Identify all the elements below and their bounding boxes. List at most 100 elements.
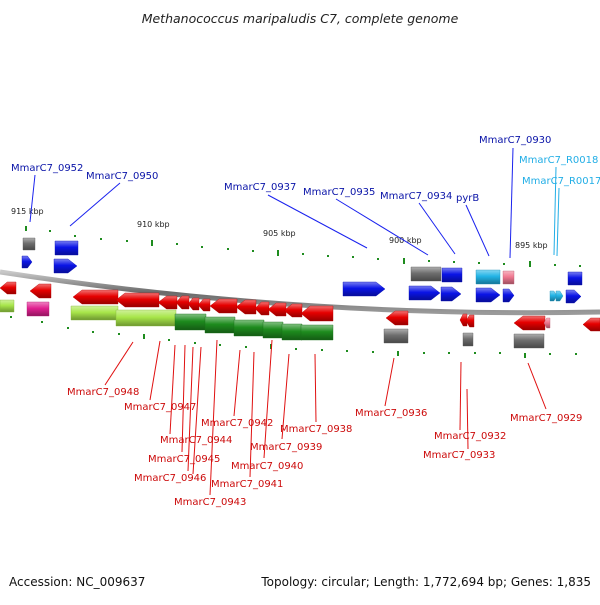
- leader-line: [527, 362, 547, 410]
- kbp-label: 915 kbp: [11, 207, 44, 216]
- scale-tick: [49, 230, 51, 232]
- scale-tick: [403, 258, 405, 264]
- scale-tick: [397, 351, 399, 356]
- gene-glyph: [383, 328, 409, 344]
- gene-glyph: [262, 321, 284, 339]
- gene-label-mmarc7-0948[interactable]: MmarC7_0948: [67, 387, 139, 398]
- gene-label-mmarc7-0929[interactable]: MmarC7_0929: [510, 413, 582, 424]
- gene-glyph: [283, 303, 303, 318]
- leader-line: [384, 357, 395, 407]
- gene-glyph: [459, 313, 468, 327]
- gene-label-pyrb[interactable]: pyrB: [456, 193, 479, 204]
- leader-line: [267, 194, 368, 249]
- gene-glyph: [0, 281, 17, 295]
- scale-tick: [529, 261, 531, 267]
- gene-label-mmarc7-0952[interactable]: MmarC7_0952: [11, 163, 83, 174]
- leader-line: [556, 187, 560, 257]
- scale-tick: [377, 258, 379, 260]
- scale-tick: [151, 240, 153, 246]
- scale-tick: [10, 316, 12, 318]
- gene-label-mmarc7-0935[interactable]: MmarC7_0935: [303, 187, 375, 198]
- gene-label-mmarc7-0944[interactable]: MmarC7_0944: [160, 435, 232, 446]
- scale-tick: [168, 339, 170, 341]
- gene-label-mmarc7-r0017[interactable]: MmarC7_R0017: [522, 176, 600, 187]
- gene-label-mmarc7-0933[interactable]: MmarC7_0933: [423, 450, 495, 461]
- leader-line: [104, 341, 134, 386]
- gene-label-mmarc7-0946[interactable]: MmarC7_0946: [134, 473, 206, 484]
- leader-line: [69, 182, 121, 227]
- gene-glyph: [197, 298, 211, 312]
- gene-label-mmarc7-0950[interactable]: MmarC7_0950: [86, 171, 158, 182]
- gene-label-mmarc7-0940[interactable]: MmarC7_0940: [231, 461, 303, 472]
- gene-glyph: [175, 295, 190, 310]
- gene-label-mmarc7-0947[interactable]: MmarC7_0947: [124, 402, 196, 413]
- genome-title: Methanococcus maripaludis C7, complete g…: [142, 11, 459, 26]
- leader-line: [249, 351, 255, 478]
- gene-glyph: [567, 271, 583, 286]
- gene-glyph: [254, 301, 270, 316]
- gene-glyph: [300, 324, 334, 341]
- topology-text: Topology: circular; Length: 1,772,694 bp…: [260, 575, 591, 589]
- kbp-label: 905 kbp: [263, 229, 296, 238]
- gene-label-mmarc7-0939[interactable]: MmarC7_0939: [250, 442, 322, 453]
- gene-glyph: [22, 237, 36, 251]
- scale-tick: [423, 352, 425, 354]
- scale-tick: [575, 353, 577, 355]
- scale-tick: [143, 334, 145, 339]
- forward-gene-labels: MmarC7_0952 MmarC7_0950 MmarC7_0937 Mmar…: [11, 135, 551, 204]
- scale-tick: [25, 226, 27, 231]
- scale-tick: [219, 344, 221, 346]
- leader-line: [169, 344, 176, 435]
- reverse-gene-labels: MmarC7_0948 MmarC7_0947 MmarC7_0944 Mmar…: [67, 387, 582, 508]
- gene-glyph: [70, 305, 119, 321]
- gene-glyph: [475, 269, 501, 285]
- gene-glyph: [267, 302, 287, 317]
- gene-track: [0, 237, 600, 349]
- scale-tick: [302, 253, 304, 255]
- gene-label-mmarc7-0938[interactable]: MmarC7_0938: [280, 424, 352, 435]
- gene-label-mmarc7-0934[interactable]: MmarC7_0934: [380, 191, 452, 202]
- gene-label-mmarc7-0945[interactable]: MmarC7_0945: [148, 454, 220, 465]
- gene-label-mmarc7-0943[interactable]: MmarC7_0943: [174, 497, 246, 508]
- scale-tick: [321, 349, 323, 351]
- gene-label-mmarc7-0942[interactable]: MmarC7_0942: [201, 418, 273, 429]
- gene-label-mmarc7-0941[interactable]: MmarC7_0941: [211, 479, 283, 490]
- rna-gene-labels: MmarC7_R0018 MmarC7_R0017: [519, 155, 600, 187]
- scale-tick: [474, 352, 476, 354]
- gene-label-mmarc7-0930[interactable]: MmarC7_0930: [479, 135, 551, 146]
- gene-glyph: [187, 297, 200, 311]
- leader-line: [465, 204, 490, 257]
- gene-glyph: [72, 289, 119, 305]
- gene-label-mmarc7-0936[interactable]: MmarC7_0936: [355, 408, 427, 419]
- gene-glyph: [115, 292, 160, 308]
- gene-glyph: [204, 316, 236, 334]
- gene-glyph: [549, 290, 558, 302]
- scale-tick: [194, 342, 196, 344]
- leader-line: [192, 346, 202, 475]
- gene-glyph: [21, 255, 33, 269]
- gene-glyph: [342, 281, 386, 297]
- gene-label-mmarc7-0937[interactable]: MmarC7_0937: [224, 182, 296, 193]
- gene-glyph: [513, 315, 546, 331]
- scale-tick: [252, 250, 254, 252]
- gene-glyph: [502, 288, 515, 303]
- scale-tick: [503, 263, 505, 265]
- scale-tick: [372, 351, 374, 353]
- gene-label-mmarc7-0932[interactable]: MmarC7_0932: [434, 431, 506, 442]
- scale-tick: [176, 243, 178, 245]
- scale-tick: [118, 333, 120, 335]
- gene-glyph: [235, 299, 257, 315]
- scale-tick: [67, 327, 69, 329]
- scale-tick: [74, 235, 76, 237]
- leader-line: [314, 353, 317, 423]
- gene-glyph: [555, 290, 564, 302]
- gene-glyph: [29, 283, 52, 299]
- gene-glyph: [543, 317, 551, 329]
- leader-line: [418, 202, 456, 255]
- label-leader-lines: [29, 147, 560, 496]
- scale-tick: [100, 238, 102, 240]
- gene-glyph: [513, 333, 545, 349]
- leader-line: [509, 147, 514, 259]
- gene-label-mmarc7-r0018[interactable]: MmarC7_R0018: [519, 155, 598, 166]
- gene-glyph: [209, 298, 238, 314]
